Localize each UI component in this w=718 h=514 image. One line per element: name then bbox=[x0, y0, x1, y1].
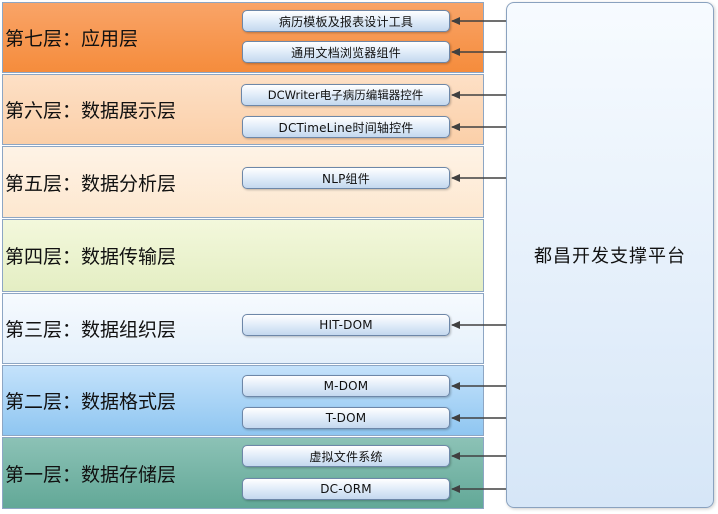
component-hit-dom: HIT-DOM bbox=[242, 314, 450, 336]
layer-2-title: 第二层：数据格式层 bbox=[5, 391, 177, 413]
component-t-dom: T-DOM bbox=[242, 407, 450, 429]
component-document-viewer: 通用文档浏览器组件 bbox=[242, 41, 450, 63]
component-dctimeline: DCTimeLine时间轴控件 bbox=[242, 116, 450, 138]
component-dc-orm: DC-ORM bbox=[242, 478, 450, 500]
layer-4: 第四层：数据传输层 bbox=[2, 219, 484, 292]
component-m-dom: M-DOM bbox=[242, 375, 450, 397]
component-dcwriter: DCWriter电子病历编辑器控件 bbox=[241, 84, 450, 106]
layer-6-title: 第六层：数据展示层 bbox=[5, 100, 177, 122]
component-virtual-fs: 虚拟文件系统 bbox=[242, 445, 450, 467]
layer-4-title: 第四层：数据传输层 bbox=[5, 246, 177, 268]
platform-box: 都昌开发支撑平台 bbox=[506, 2, 714, 508]
layer-3-title: 第三层：数据组织层 bbox=[5, 319, 177, 341]
platform-label: 都昌开发支撑平台 bbox=[534, 246, 686, 267]
layer-5-title: 第五层：数据分析层 bbox=[5, 172, 177, 195]
component-template-designer: 病历模板及报表设计工具 bbox=[242, 10, 450, 32]
component-nlp: NLP组件 bbox=[242, 167, 450, 189]
layer-7-title: 第七层：应用层 bbox=[5, 28, 139, 50]
layer-1-title: 第一层：数据存储层 bbox=[5, 463, 177, 486]
